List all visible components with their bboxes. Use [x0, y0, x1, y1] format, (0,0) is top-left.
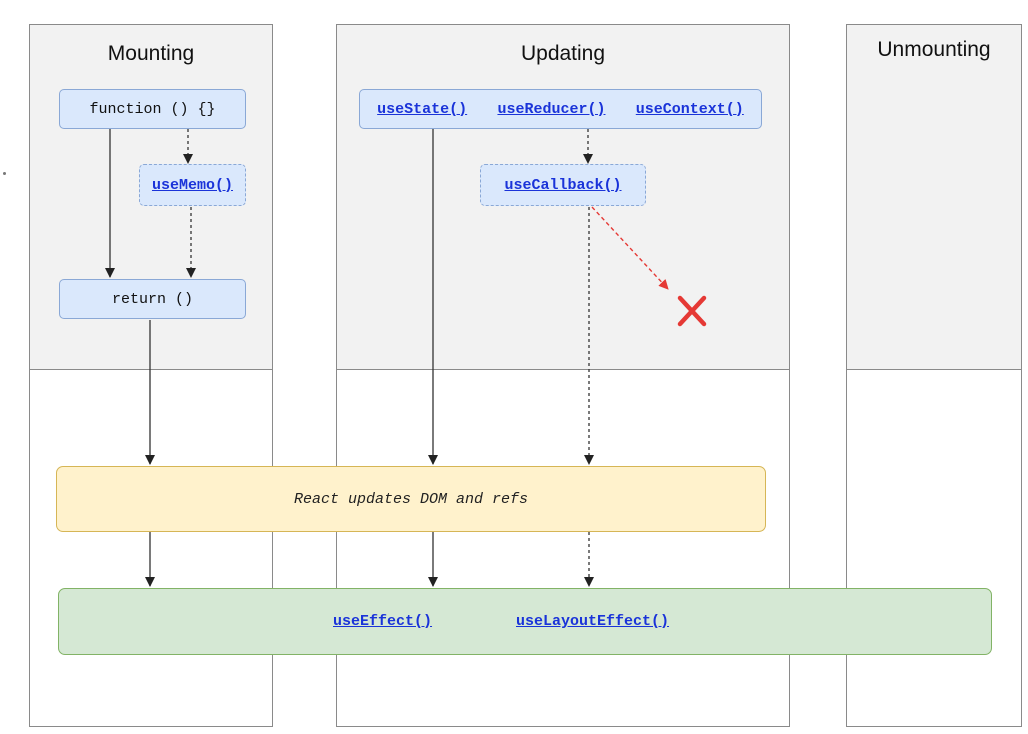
unmounting-render-phase: [847, 25, 1021, 370]
state-hooks-node: useState() useReducer() useContext(): [359, 89, 762, 129]
usememo-link[interactable]: useMemo(): [151, 176, 233, 194]
mounting-title: Mounting: [107, 42, 195, 65]
usestate-link[interactable]: useState(): [377, 100, 468, 118]
unmounting-title: Unmounting: [877, 38, 991, 61]
useeffect-link[interactable]: useEffect(): [333, 613, 433, 630]
usereducer-link[interactable]: useReducer(): [497, 100, 606, 118]
return-label: return (): [111, 290, 193, 308]
decorative-dot: [3, 172, 6, 175]
usememo-node: useMemo(): [139, 164, 246, 206]
usecallback-node: useCallback(): [480, 164, 646, 206]
usecontext-link[interactable]: useContext(): [635, 100, 744, 118]
arrow-usecallback-to-cross: [591, 206, 669, 290]
uselayouteffect-link[interactable]: useLayoutEffect(): [516, 613, 670, 630]
updating-title: Updating: [520, 42, 606, 65]
x-mark-icon: [677, 295, 707, 327]
dom-update-label: React updates DOM and refs: [293, 490, 529, 508]
return-node: return (): [59, 279, 246, 319]
function-label: function () {}: [89, 100, 216, 118]
usecallback-link[interactable]: useCallback(): [504, 176, 622, 194]
function-node: function () {}: [59, 89, 246, 129]
effects-bar: useEffect() useLayoutEffect(): [58, 588, 992, 655]
dom-update-bar: React updates DOM and refs: [56, 466, 766, 532]
